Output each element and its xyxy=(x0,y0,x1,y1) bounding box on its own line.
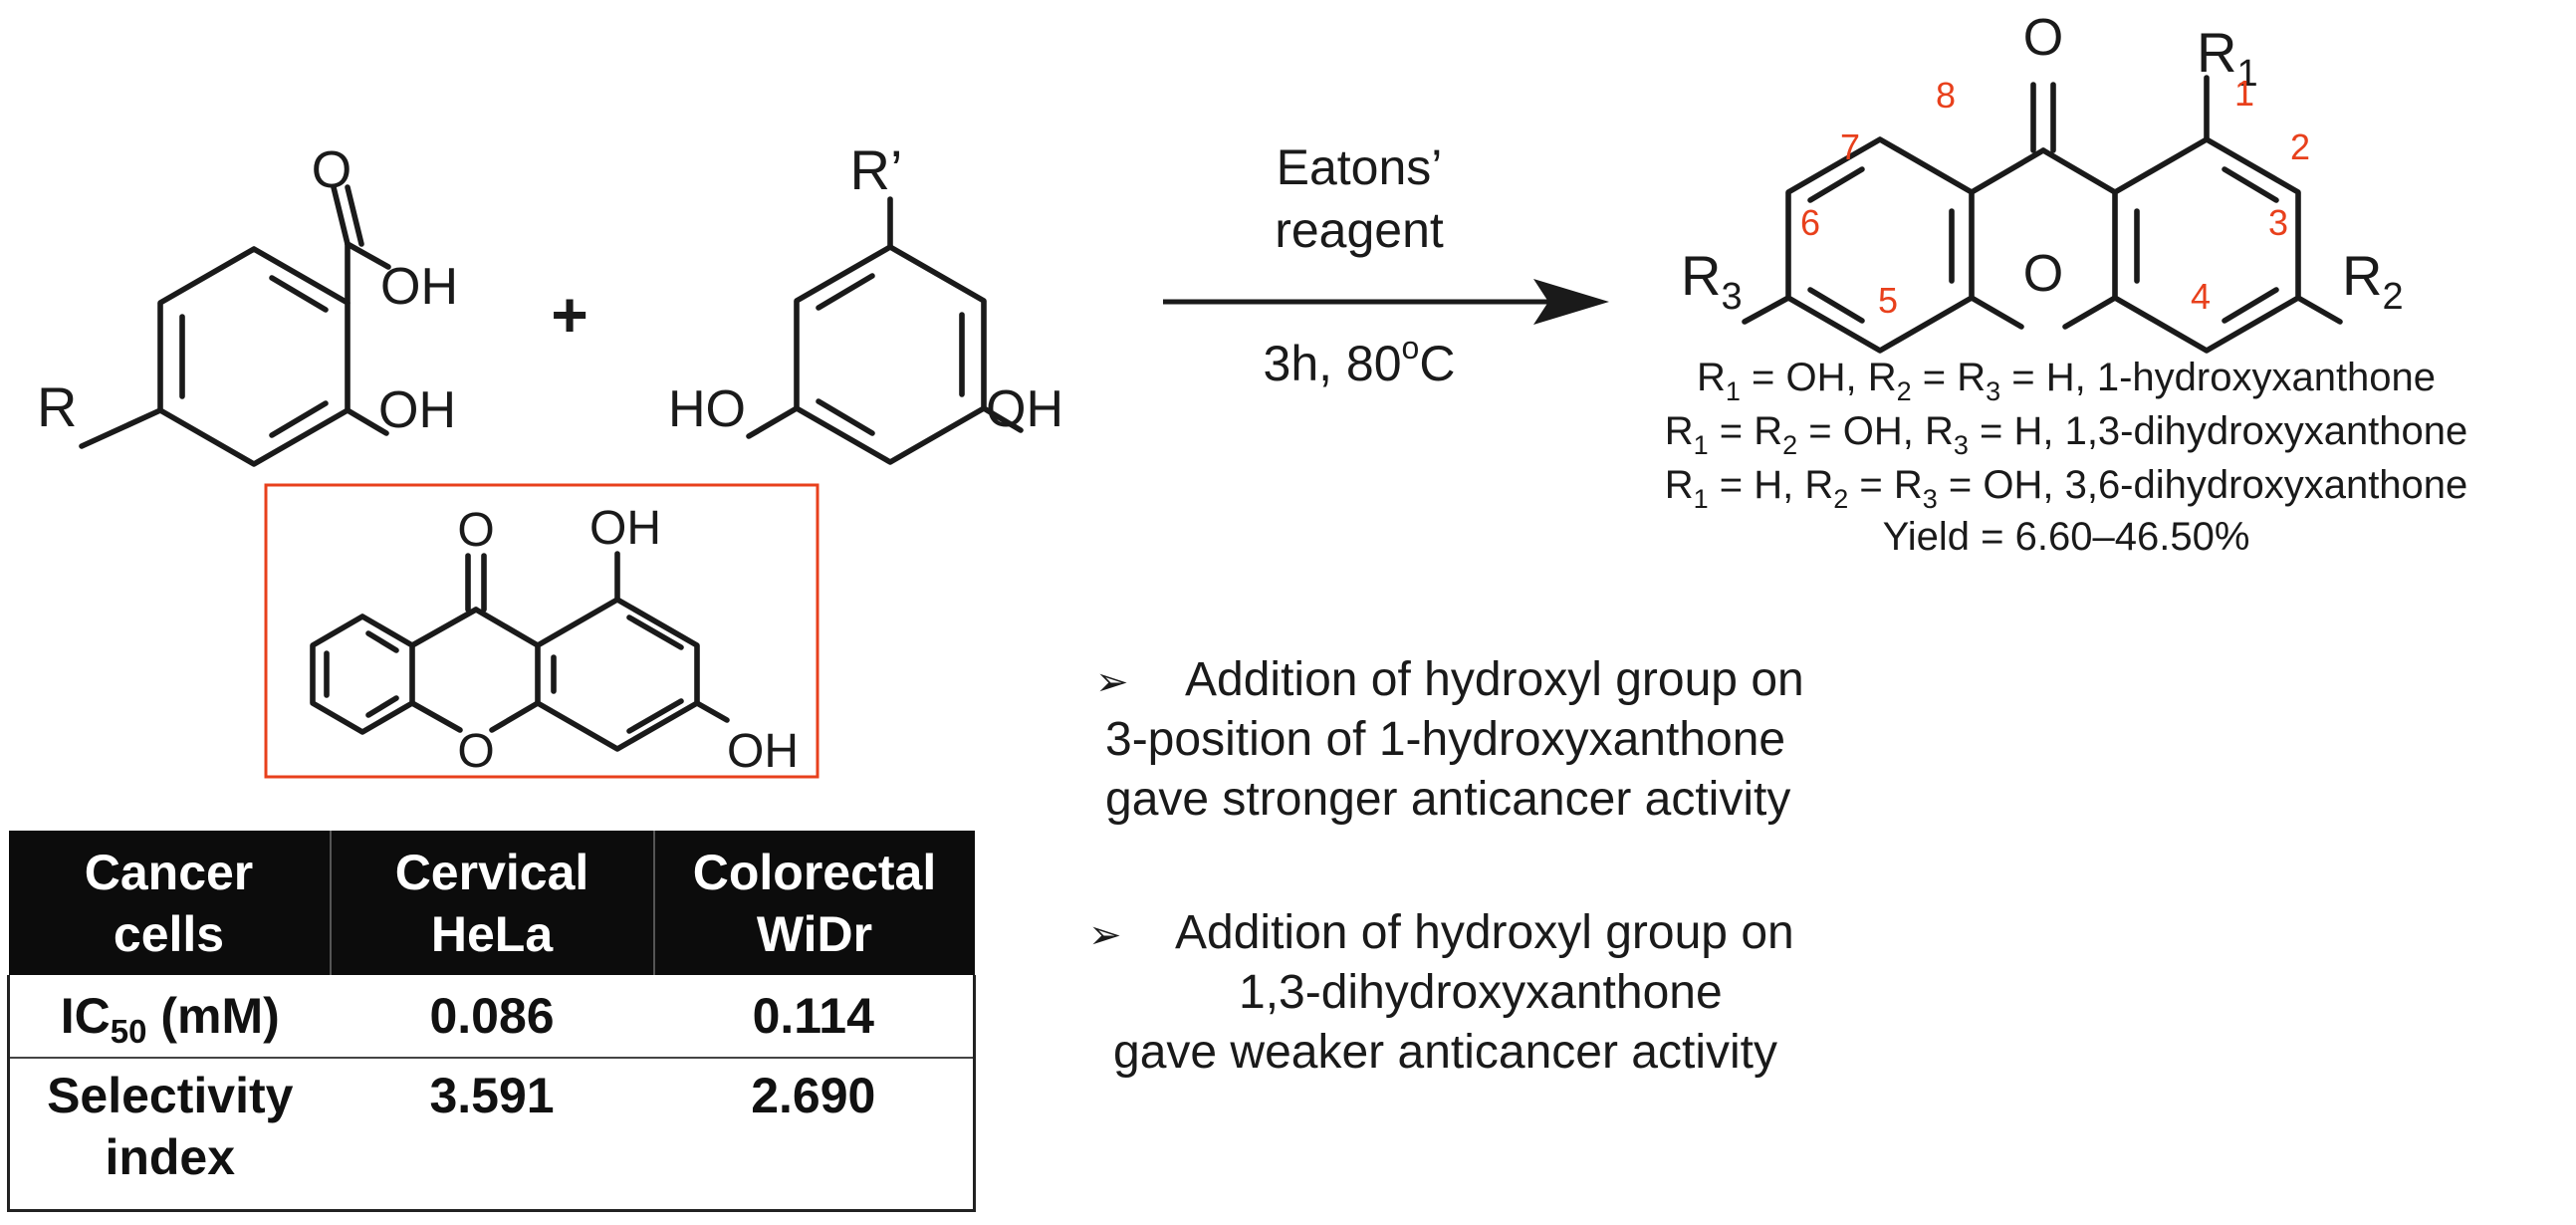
plus-sign: + xyxy=(551,279,587,351)
ic50-hela-value: 0.086 xyxy=(330,975,654,1059)
product-xanthone: O O R1 R2 R3 1 2 3 4 5 6 7 8 xyxy=(1681,9,2404,354)
reactant-salicylic-acid: O OH OH R xyxy=(37,141,458,467)
condition-line-1: R1 = OH, R2 = R3 = H, 1-hydroxyxanthone xyxy=(1697,356,2436,406)
reactant1-acid-oh: OH xyxy=(380,258,458,316)
finding-2: ➢ Addition of hydroxyl group on 1,3-dihy… xyxy=(1088,906,1794,1079)
position-4: 4 xyxy=(2191,276,2211,317)
reagent-line1: Eatons’ xyxy=(1277,139,1443,195)
selectivity-hela-value: 3.591 xyxy=(330,1058,654,1212)
position-3: 3 xyxy=(2268,202,2288,243)
position-7: 7 xyxy=(1840,126,1860,167)
reactant1-r-group: R xyxy=(37,375,77,438)
bullet-marker-1: ➢ xyxy=(1095,660,1129,704)
highlight-box xyxy=(264,483,820,779)
finding-1: ➢ Addition of hydroxyl group on 3-positi… xyxy=(1095,653,1804,826)
reaction-arrow: Eatons’ reagent 3h, 80oC xyxy=(1163,139,1609,391)
ic50-widr-value: 0.114 xyxy=(653,975,975,1059)
yield-text: Yield = 6.60–46.50% xyxy=(1883,515,2250,559)
reactant-resorcinol: R’ HO OH xyxy=(668,138,1063,465)
finding-2-line-3: gave weaker anticancer activity xyxy=(1113,1026,1777,1079)
bullet-marker-2: ➢ xyxy=(1088,913,1122,957)
finding-1-line-1: Addition of hydroxyl group on xyxy=(1185,653,1804,706)
highlight-bottom-oh: OH xyxy=(727,725,799,778)
position-6: 6 xyxy=(1800,202,1820,243)
findings-list: ➢ Addition of hydroxyl group on 3-positi… xyxy=(1088,653,1804,1079)
reactant2-right-oh: OH xyxy=(986,380,1063,438)
highlight-top-oh: OH xyxy=(589,502,661,555)
reaction-conditions: 3h, 80oC xyxy=(1264,330,1456,391)
highlight-ring-o: O xyxy=(457,725,494,778)
row-label-ic50: IC50 (mM) xyxy=(8,975,331,1059)
position-5: 5 xyxy=(1878,280,1898,321)
position-2: 2 xyxy=(2290,126,2310,167)
position-1: 1 xyxy=(2234,73,2254,114)
finding-1-line-3: gave stronger anticancer activity xyxy=(1105,773,1790,826)
highlight-compound: O O OH OH xyxy=(264,483,820,779)
reactant2-r-prime: R’ xyxy=(850,138,903,201)
condition-line-3: R1 = H, R2 = R3 = OH, 3,6-dihydroxyxanth… xyxy=(1665,463,2468,514)
product-r3: R3 xyxy=(1681,244,1743,318)
reactant1-carbonyl-o: O xyxy=(312,141,351,199)
substituent-conditions: R1 = OH, R2 = R3 = H, 1-hydroxyxanthone … xyxy=(1665,356,2468,559)
product-r2: R2 xyxy=(2342,244,2404,318)
condition-line-2: R1 = R2 = OH, R3 = H, 1,3-dihydroxyxanth… xyxy=(1665,409,2468,460)
reactant2-left-ho: HO xyxy=(668,380,746,438)
finding-1-line-2: 3-position of 1-hydroxyxanthone xyxy=(1105,713,1785,766)
highlight-carbonyl-o: O xyxy=(457,504,494,557)
reagent-line2: reagent xyxy=(1275,202,1444,258)
reactant1-phenol-oh: OH xyxy=(378,381,456,439)
finding-2-line-1: Addition of hydroxyl group on xyxy=(1175,906,1794,959)
selectivity-widr-value: 2.690 xyxy=(653,1058,975,1212)
product-r1: R1 xyxy=(2197,21,2258,95)
position-8: 8 xyxy=(1936,75,1956,116)
product-carbonyl-o: O xyxy=(2023,9,2063,67)
product-ring-o: O xyxy=(2023,245,2063,303)
table-row: IC50 (mM) 0.086 0.114 xyxy=(8,975,975,1059)
finding-2-line-2: 1,3-dihydroxyxanthone xyxy=(1239,966,1723,1019)
